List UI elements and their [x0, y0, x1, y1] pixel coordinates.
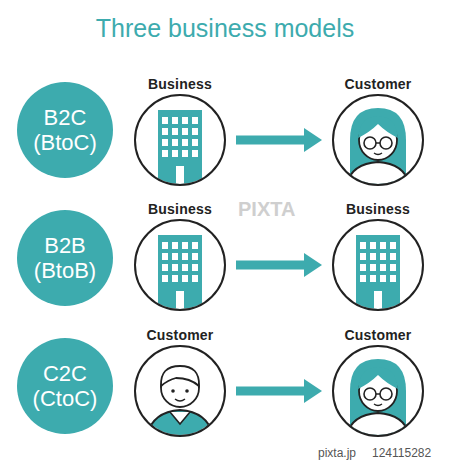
- party-node: Customer: [313, 327, 443, 437]
- model-badge: C2C (CtoC): [17, 338, 113, 434]
- party-circle: [134, 94, 226, 186]
- party-circle: [134, 345, 226, 437]
- party-node: Customer: [313, 76, 443, 186]
- party-circle: [332, 219, 424, 311]
- watermark-id: 124115282: [372, 446, 431, 460]
- flow-arrow: [236, 253, 322, 277]
- party-node: Business: [313, 201, 443, 311]
- party-circle: [332, 94, 424, 186]
- building-icon: [158, 235, 202, 315]
- customer-icon: [346, 108, 410, 190]
- watermark-site: pixta.jp: [318, 446, 356, 460]
- watermark: PIXTA: [238, 198, 295, 221]
- model-badge: B2C (BtoC): [17, 82, 113, 178]
- building-icon: [356, 235, 400, 315]
- party-circle: [332, 345, 424, 437]
- party-label: Customer: [313, 76, 443, 92]
- building-icon: [158, 110, 202, 190]
- flow-arrow: [236, 128, 322, 152]
- party-node: Business: [115, 76, 245, 186]
- diagram-title: Three business models: [0, 14, 450, 43]
- party-label: Business: [313, 201, 443, 217]
- customer-icon: [146, 366, 214, 440]
- customer-icon: [346, 359, 410, 441]
- party-label: Business: [115, 76, 245, 92]
- party-node: Business: [115, 201, 245, 311]
- party-label: Customer: [313, 327, 443, 343]
- party-circle: [134, 219, 226, 311]
- badge-text: B2B (BtoB): [25, 233, 105, 284]
- badge-text: B2C (BtoC): [25, 105, 105, 156]
- party-label: Customer: [115, 327, 245, 343]
- model-badge: B2B (BtoB): [17, 210, 113, 306]
- party-node: Customer: [115, 327, 245, 437]
- badge-text: C2C (CtoC): [25, 361, 105, 412]
- party-label: Business: [115, 201, 245, 217]
- flow-arrow: [236, 379, 322, 403]
